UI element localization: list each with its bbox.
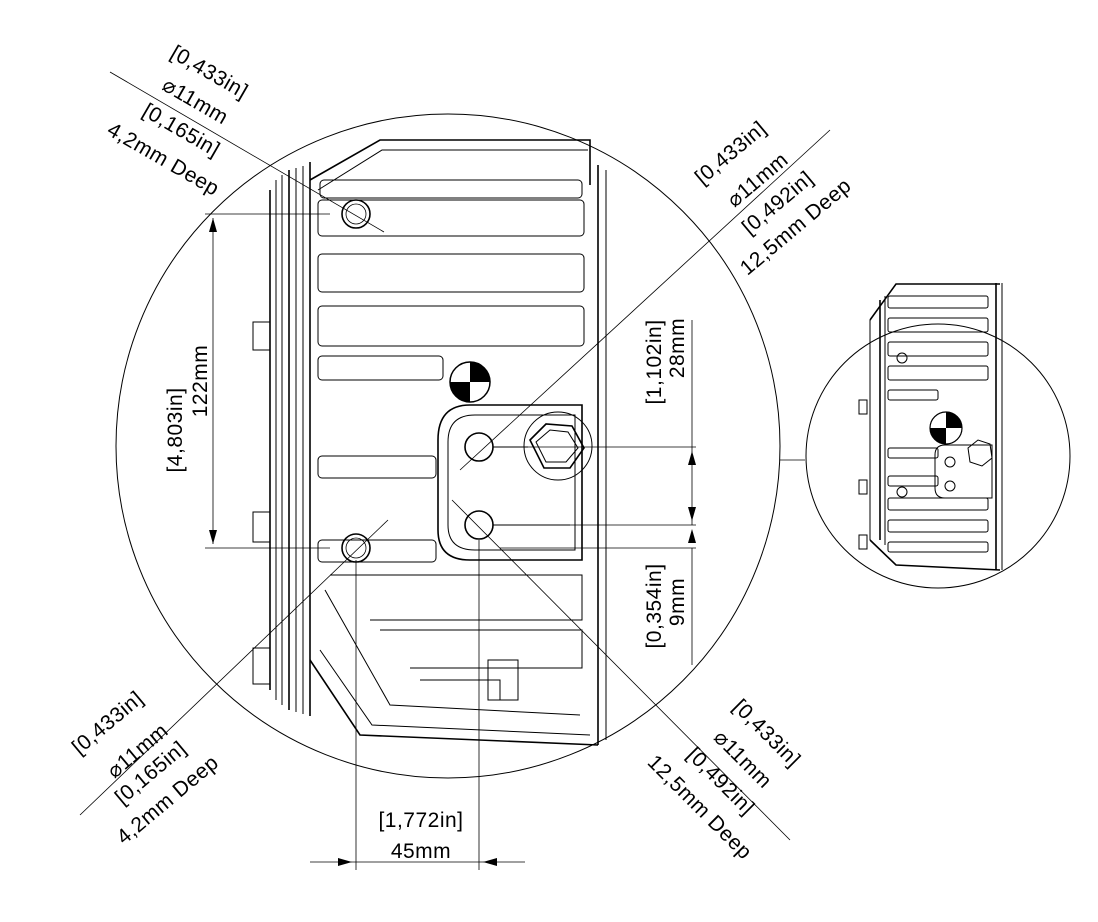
hex-nut: [529, 423, 585, 469]
reference-view: [805, 283, 1071, 589]
dim-horizontal-bottom-inch: [1,772in]: [378, 809, 463, 832]
part-main-view: [252, 139, 607, 746]
hole-bottom-left: [341, 533, 371, 563]
dimension-lines: [205, 213, 696, 870]
dim-horizontal-bottom-mm: 45mm: [391, 840, 451, 863]
cooling-fins-bottom: [317, 455, 583, 701]
dim-vertical-left-mm: 122mm: [189, 345, 212, 418]
callout-bottom-left: [0,433in] ⌀11mm [0,165in] 4,2mm Deep: [68, 687, 223, 849]
dim-vertical-left-inch: [4,803in]: [164, 387, 187, 472]
dim-vertical-right-top-mm: 28mm: [666, 318, 689, 378]
dim-vertical-right-top-inch: [1,102in]: [643, 319, 666, 404]
dim-vertical-right-bottom-inch: [0,354in]: [643, 563, 666, 648]
callout-top-left: [0,433in] ⌀11mm [0,165in] 4,2mm Deep: [103, 41, 252, 200]
central-pocket: [437, 404, 583, 561]
cooling-fins-top: [317, 179, 585, 381]
callout-bottom-right: [0,433in] ⌀11mm [0,492in] 12,5mm Deep: [643, 695, 805, 864]
hole-top-left: [341, 199, 371, 229]
leader-lines: [79, 71, 831, 841]
callout-top-right: [0,433in] ⌀11mm [0,492in] 12,5mm Deep: [691, 117, 856, 280]
dim-vertical-right-bottom-mm: 9mm: [666, 578, 689, 626]
detail-circle: [115, 113, 781, 779]
center-of-mass-symbol: [449, 361, 491, 403]
